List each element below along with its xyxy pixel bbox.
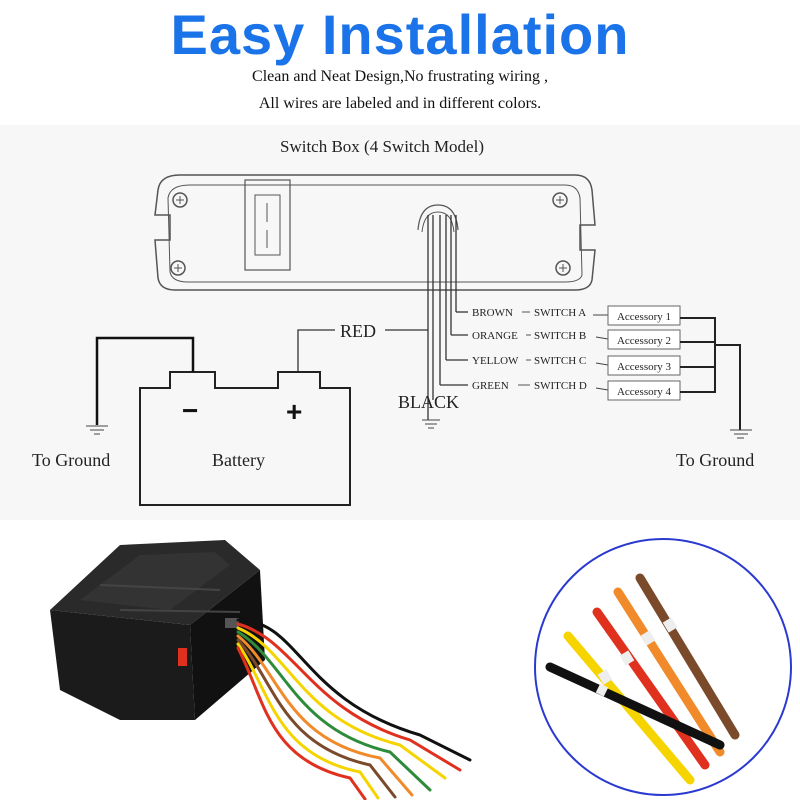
switch-box-photo [50, 540, 265, 720]
left-ground-symbol [86, 425, 108, 435]
switch-connectors [593, 314, 609, 391]
battery-minus-sign: − [182, 395, 198, 426]
left-ground-wire [95, 336, 195, 425]
switch-label: SWITCH D [534, 380, 587, 392]
accessory-label: Accessory 2 [617, 335, 671, 347]
wire-color-label: BROWN [472, 307, 513, 319]
switch-label: SWITCH C [534, 355, 586, 367]
page-title: Easy Installation [170, 3, 630, 66]
right-ground-symbol [730, 429, 752, 439]
accessory-boxes [607, 305, 681, 401]
ground-left-label: To Ground [32, 450, 110, 470]
red-wire-label: RED [340, 321, 376, 341]
switch-label: SWITCH A [534, 307, 586, 319]
black-wire-label: BLACK [398, 392, 459, 412]
wire-color-label: YELLOW [472, 355, 519, 367]
black-ground-symbol [422, 419, 440, 429]
accessory-label: Accessory 3 [617, 361, 672, 373]
switch-box-drawing [154, 174, 596, 291]
wire-color-label: ORANGE [472, 330, 518, 342]
battery-drawing [139, 371, 351, 506]
wire-bundle [297, 215, 468, 420]
accessory-label: Accessory 1 [617, 311, 671, 323]
battery-label: Battery [212, 450, 265, 470]
switch-label: SWITCH B [534, 330, 586, 342]
diagram-title: Switch Box (4 Switch Model) [280, 137, 484, 156]
subtitle-line-1: Clean and Neat Design,No frustrating wir… [252, 68, 548, 85]
battery-plus-sign: + [286, 396, 302, 427]
photo-wires [236, 618, 472, 800]
wire-ends-inset [534, 538, 792, 796]
red-indicator-light [178, 648, 187, 666]
accessory-label: Accessory 4 [617, 386, 672, 398]
ground-right-label: To Ground [676, 450, 754, 470]
subtitle-line-2: All wires are labeled and in different c… [258, 95, 542, 112]
wire-color-label: GREEN [472, 380, 509, 392]
accessory-bus [680, 317, 741, 430]
